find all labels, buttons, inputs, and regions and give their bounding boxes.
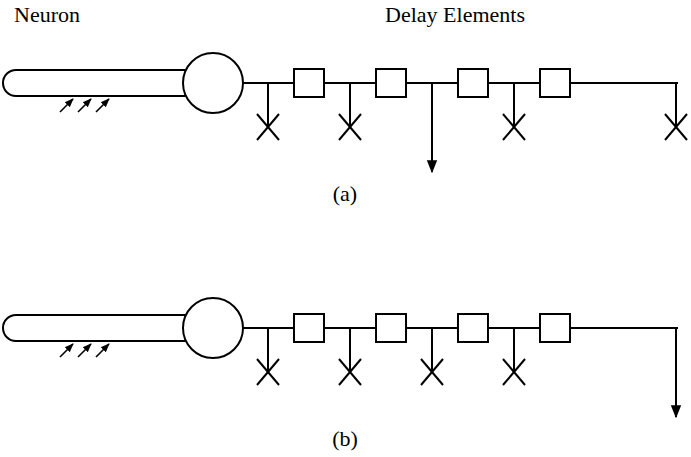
output-tap <box>676 328 677 417</box>
blocked-tap <box>339 328 361 385</box>
panel-label: (a) <box>333 182 357 206</box>
blocked-tap <box>257 328 279 385</box>
delay-chain <box>243 69 678 97</box>
row-b <box>3 298 678 417</box>
heading-label: Delay Elements <box>385 3 525 27</box>
blocked-tap <box>421 328 443 385</box>
blocked-tap <box>257 83 279 140</box>
row-a <box>3 53 687 172</box>
neuron-symbol <box>3 53 243 113</box>
blocked-tap <box>503 328 525 385</box>
blocked-tap <box>503 83 525 140</box>
output-tap <box>432 83 433 172</box>
neuron-symbol <box>3 298 243 358</box>
blocked-tap <box>665 83 687 140</box>
panel-label: (b) <box>332 427 358 451</box>
heading-label: Neuron <box>14 3 80 27</box>
delay-chain <box>243 314 678 342</box>
blocked-tap <box>339 83 361 140</box>
